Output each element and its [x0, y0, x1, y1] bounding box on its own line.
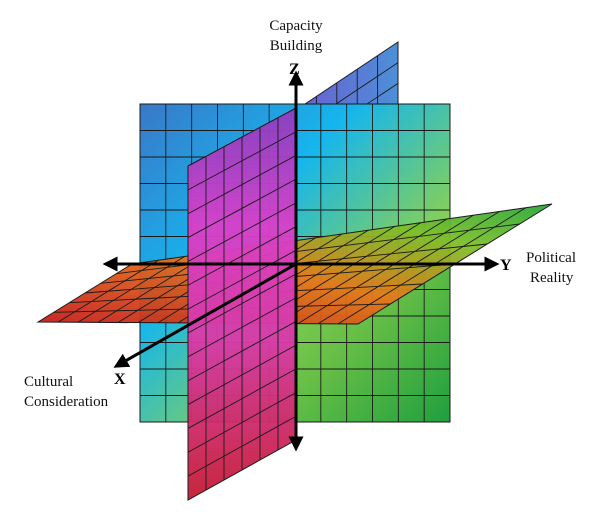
side-plane-grid-line	[187, 297, 297, 358]
side-plane	[187, 107, 297, 501]
z-axis-letter: Z	[289, 61, 300, 78]
x-axis	[113, 262, 297, 368]
side-plane-grid-line	[187, 344, 297, 405]
y-axis-caption-line1: Political	[526, 250, 576, 266]
side-plane-grid-line	[187, 273, 297, 334]
x-axis-caption-line2: Consideration	[24, 394, 109, 410]
x-axis-letter: X	[114, 371, 126, 388]
side-plane-grid-line	[187, 202, 297, 262]
axes	[102, 70, 500, 452]
y-axis-caption-line2: Reality	[530, 270, 574, 286]
side-plane-grid-line	[187, 415, 297, 477]
side-plane-grid-line	[187, 155, 297, 215]
z-axis-caption-line1: Capacity	[269, 18, 323, 34]
side-plane-grid-line	[187, 321, 297, 382]
labels: Z Capacity Building Y Political Reality …	[24, 18, 576, 410]
side-plane-grid-line	[187, 392, 297, 453]
side-plane-grid-line	[187, 178, 297, 238]
x-axis-caption-line1: Cultural	[24, 374, 73, 390]
side-plane-grid-line	[187, 368, 297, 429]
z-axis-caption-line2: Building	[270, 38, 323, 54]
side-plane-grid-line	[187, 226, 297, 286]
y-axis-letter: Y	[500, 257, 512, 274]
side-plane-grid-line	[187, 131, 297, 191]
